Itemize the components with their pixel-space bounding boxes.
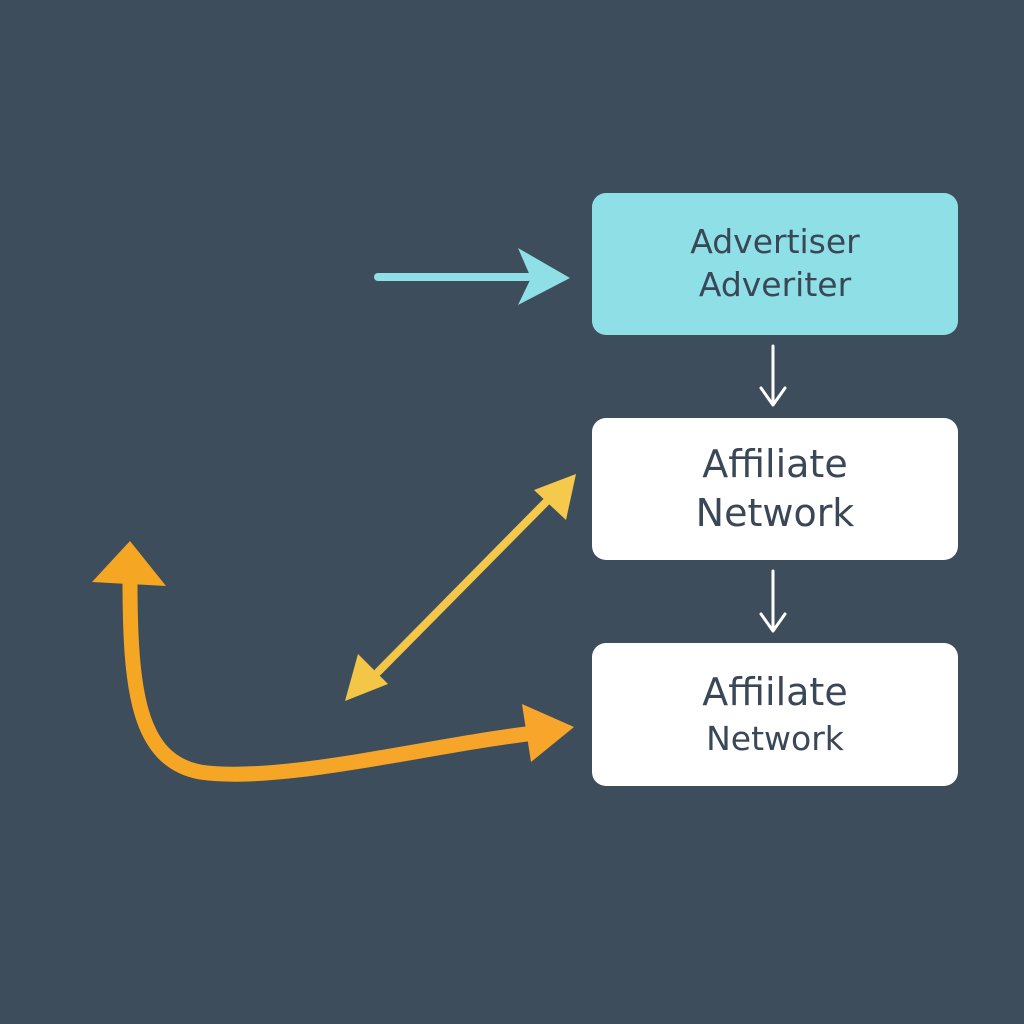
affiliate-network-2-label-line1: Affiilate xyxy=(702,670,848,715)
affiliate-network-box-2: Affiilate Network xyxy=(592,643,958,786)
advertiser-box: Advertiser Adveriter xyxy=(592,193,958,335)
affiliate-network-box-1: Affiliate Network xyxy=(592,418,958,560)
affiliate-network-2-label-line2: Network xyxy=(706,718,844,758)
bidirectional-arrow xyxy=(345,474,576,701)
advertiser-label-line1: Advertiser xyxy=(690,222,860,262)
down-arrow-2 xyxy=(759,569,787,633)
incoming-arrow xyxy=(374,248,570,305)
affiliate-network-1-label-line1: Affiliate xyxy=(702,441,848,486)
curved-return-arrow xyxy=(92,541,574,782)
down-arrow-1 xyxy=(759,344,787,407)
affiliate-network-1-label-line2: Network xyxy=(695,491,855,535)
advertiser-label-line2: Adveriter xyxy=(698,265,852,304)
